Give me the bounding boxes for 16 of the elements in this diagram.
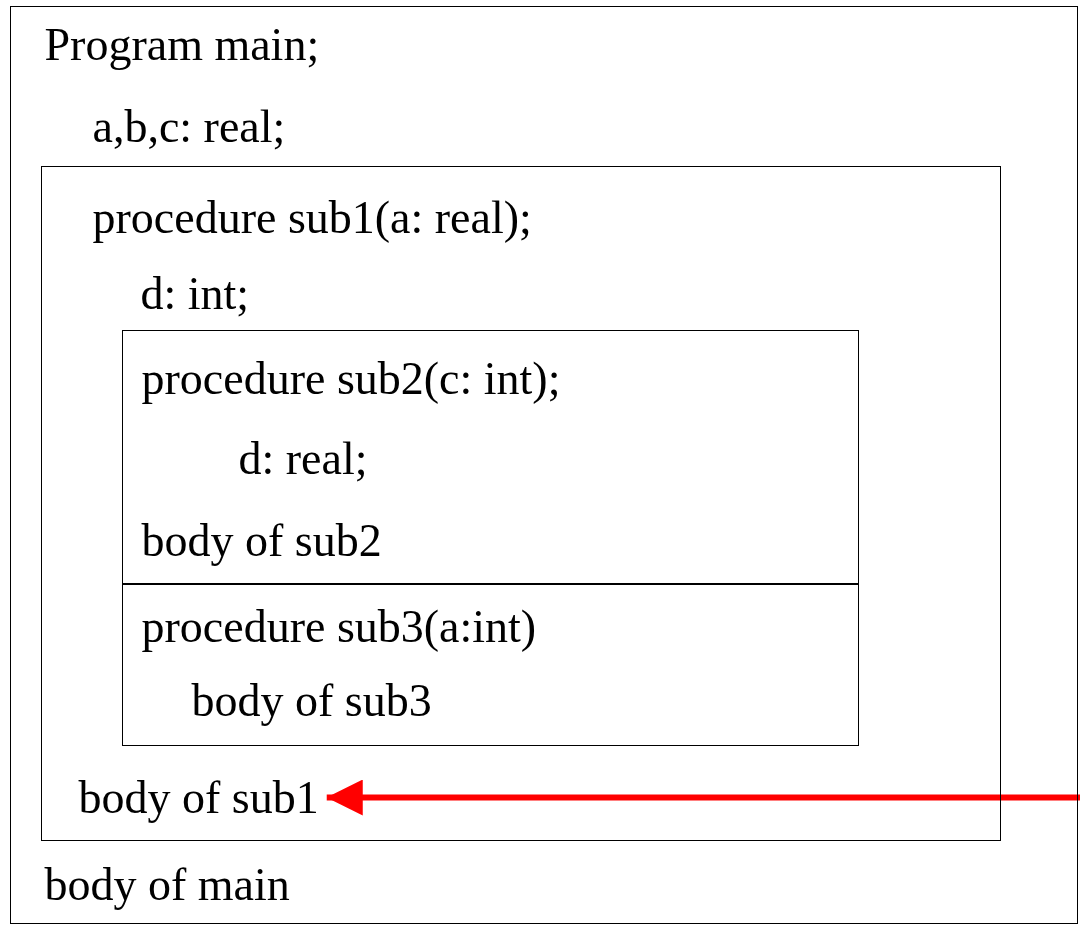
scope-box — [10, 6, 1078, 924]
arrow — [326, 779, 1080, 816]
scope-box — [122, 330, 859, 584]
code-line: procedure sub3(a:int) — [141, 599, 537, 654]
code-line: procedure sub1(a: real); — [92, 190, 532, 245]
code-line: body of sub2 — [141, 513, 382, 568]
code-line: body of sub1 — [78, 770, 319, 825]
code-line: d: real; — [238, 431, 368, 486]
code-line: a,b,c: real; — [92, 99, 286, 154]
scope-box — [41, 166, 1001, 841]
code-line: Program main; — [44, 17, 320, 72]
code-line: d: int; — [140, 266, 250, 321]
code-line: body of sub3 — [191, 673, 432, 728]
code-line: procedure sub2(c: int); — [141, 351, 561, 406]
code-line: body of main — [44, 857, 290, 912]
scope-box — [122, 584, 859, 746]
